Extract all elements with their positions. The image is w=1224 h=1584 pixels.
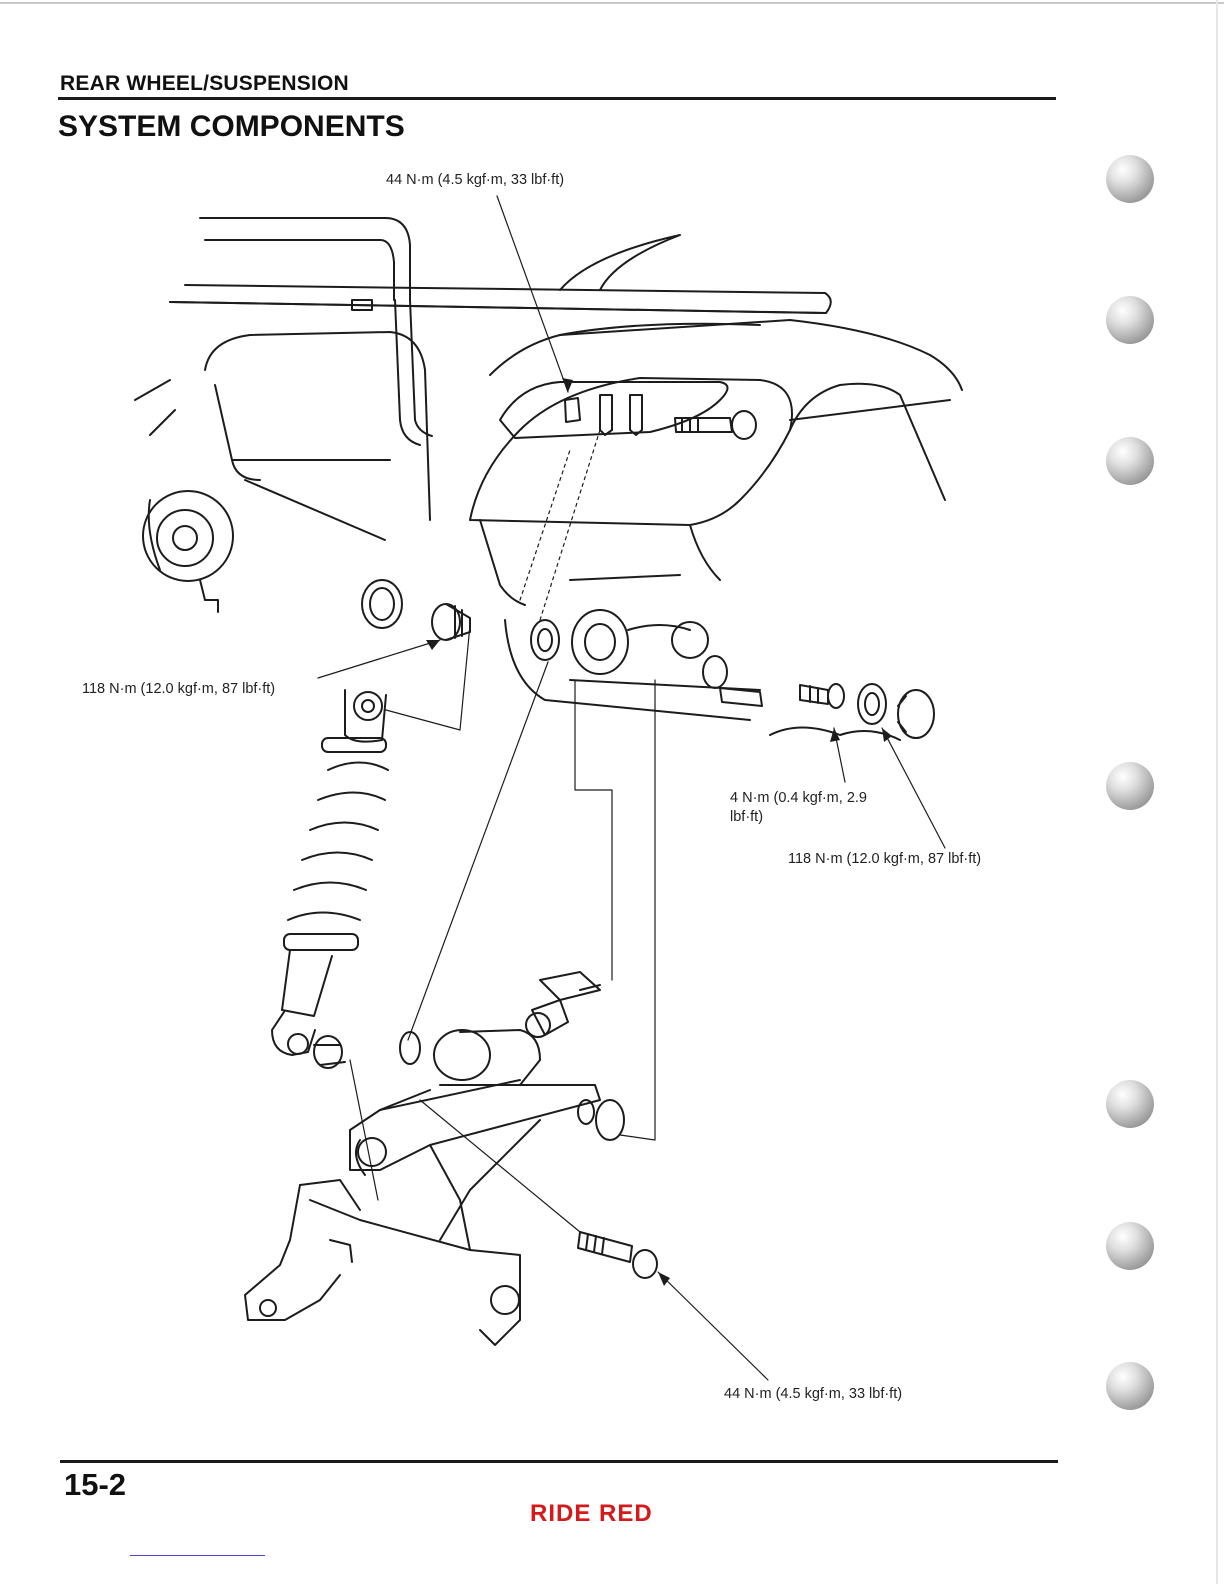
bearing-holder: [505, 610, 760, 720]
rear-fender: [470, 235, 962, 605]
torque-callout-right-locknut: 118 N·m (12.0 kgf·m, 87 lbf·ft): [788, 851, 981, 867]
callout-leaders: [318, 196, 945, 1380]
left-hub-area: [135, 332, 430, 612]
page-number: 15-2: [64, 1467, 126, 1503]
torque-callout-adjust-bolt: 4 N·m (0.4 kgf·m, 2.9 lbf·ft): [730, 789, 890, 827]
torque-callout-top-bolt: 44 N·m (4.5 kgf·m, 33 lbf·ft): [386, 172, 564, 188]
torque-callout-lower-bolt: 44 N·m (4.5 kgf·m, 33 lbf·ft): [724, 1386, 902, 1402]
brand-logo: RIDE RED: [530, 1500, 653, 1528]
bottom-link-underline[interactable]: [130, 1555, 265, 1556]
upper-mount-hardware: [565, 395, 756, 439]
torque-callout-left-locknut: 118 N·m (12.0 kgf·m, 87 lbf·ft): [82, 681, 275, 697]
left-locknut-assembly: [362, 580, 470, 640]
shock-absorber: [272, 690, 388, 1068]
rear-rack: [170, 218, 831, 445]
universal-joint: [526, 972, 600, 1037]
assembly-guide-lines: [350, 430, 655, 1232]
swingarm: [245, 1030, 624, 1345]
leader-arrowheads: [426, 378, 892, 1286]
right-locknut-assembly: [720, 684, 934, 740]
lower-bolt: [578, 1232, 657, 1278]
footer-rule: [60, 1460, 1058, 1463]
